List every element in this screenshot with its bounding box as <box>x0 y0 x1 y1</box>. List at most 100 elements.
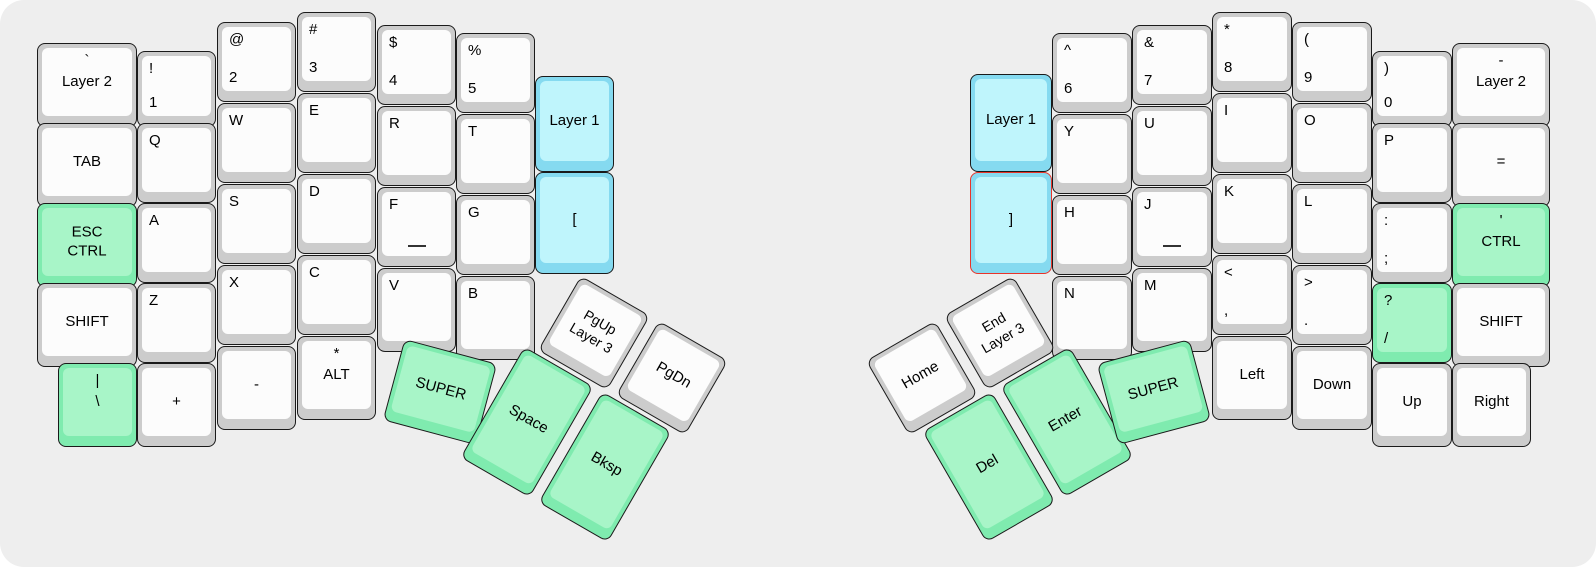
key-legend: [ <box>572 211 577 229</box>
key-left-layer1[interactable]: Layer 1 <box>535 76 614 172</box>
key-left-5[interactable]: %5 <box>456 33 535 113</box>
key-right-0[interactable]: )0 <box>1372 51 1452 127</box>
key-legend: Z <box>149 292 159 309</box>
key-right-semicolon[interactable]: :; <box>1372 203 1452 283</box>
key-legend: Space <box>506 401 552 438</box>
key-legend: ' <box>1499 212 1503 229</box>
key-left-f[interactable]: F <box>377 187 456 267</box>
key-legend: & <box>1144 34 1155 51</box>
key-legend: ) <box>1384 60 1389 77</box>
key-right-y[interactable]: Y <box>1052 114 1132 194</box>
key-legend: \ <box>95 393 100 411</box>
key-right-left[interactable]: Left <box>1212 336 1292 420</box>
key-legend: A <box>149 212 160 229</box>
key-legend: ` <box>84 52 90 69</box>
key-left-4[interactable]: $4 <box>377 25 456 105</box>
key-left-r[interactable]: R <box>377 106 456 186</box>
key-legend: CTRL <box>1481 233 1521 251</box>
key-right-l[interactable]: L <box>1292 184 1372 264</box>
key-right-u[interactable]: U <box>1132 106 1212 186</box>
key-right-shift[interactable]: SHIFT <box>1452 283 1550 367</box>
key-right-up[interactable]: Up <box>1372 363 1452 447</box>
key-legend: Layer 1 <box>549 112 600 130</box>
key-legend: ? <box>1384 292 1393 309</box>
key-left-g[interactable]: G <box>456 195 535 275</box>
key-right-p[interactable]: P <box>1372 123 1452 203</box>
key-left-q[interactable]: Q <box>137 123 216 203</box>
key-legend: Layer 1 <box>985 111 1037 129</box>
key-right-comma[interactable]: <, <box>1212 255 1292 335</box>
key-legend: 0 <box>1384 94 1393 112</box>
key-right-n[interactable]: N <box>1052 276 1132 360</box>
key-legend: V <box>389 277 400 294</box>
key-legend: = <box>1496 153 1506 171</box>
key-left-alt[interactable]: *ALT <box>297 336 376 420</box>
key-legend: D <box>309 183 320 200</box>
key-left-w[interactable]: W <box>217 103 296 183</box>
key-left-v[interactable]: V <box>377 268 456 352</box>
key-legend: @ <box>229 31 245 48</box>
key-legend: ( <box>1304 31 1309 48</box>
key-right-j[interactable]: J <box>1132 187 1212 267</box>
key-legend: 7 <box>1144 72 1153 90</box>
key-left-layer2[interactable]: `Layer 2 <box>37 43 137 127</box>
key-left-e[interactable]: E <box>297 93 376 173</box>
key-left-shift[interactable]: SHIFT <box>37 283 137 367</box>
key-right-k[interactable]: K <box>1212 174 1292 254</box>
key-left-s[interactable]: S <box>217 184 296 264</box>
key-right-period[interactable]: >. <box>1292 265 1372 345</box>
key-legend: F <box>389 196 399 213</box>
key-legend: > <box>1304 274 1313 291</box>
key-legend: Down <box>1312 376 1352 394</box>
key-right-9[interactable]: (9 <box>1292 22 1372 102</box>
key-left-tab[interactable]: TAB <box>37 123 137 207</box>
key-legend: 1 <box>149 94 158 112</box>
key-left-c[interactable]: C <box>297 255 376 335</box>
key-left-pipe-backslash[interactable]: |\ <box>58 363 137 447</box>
key-right-rbracket[interactable]: ] <box>970 172 1052 274</box>
key-legend: TAB <box>72 153 102 171</box>
key-right-h[interactable]: H <box>1052 195 1132 275</box>
key-legend: 9 <box>1304 69 1313 87</box>
key-left-1[interactable]: !1 <box>137 51 216 127</box>
key-right-equal[interactable]: = <box>1452 123 1550 207</box>
key-right-o[interactable]: O <box>1292 103 1372 183</box>
key-legend: M <box>1144 277 1157 294</box>
key-right-8[interactable]: *8 <box>1212 12 1292 92</box>
key-legend: Bksp <box>587 448 626 480</box>
key-left-lbracket[interactable]: [ <box>535 172 614 274</box>
key-legend: Home <box>898 357 942 393</box>
key-legend: $ <box>389 34 398 51</box>
key-left-minus[interactable]: - <box>217 346 296 430</box>
key-left-plus[interactable]: + <box>137 363 216 447</box>
key-right-7[interactable]: &7 <box>1132 25 1212 105</box>
key-right-layer2[interactable]: -Layer 2 <box>1452 43 1550 127</box>
key-legend: Left <box>1239 366 1265 384</box>
key-left-z[interactable]: Z <box>137 283 216 363</box>
key-right-down[interactable]: Down <box>1292 346 1372 430</box>
key-right-layer1[interactable]: Layer 1 <box>970 74 1052 172</box>
key-legend: G <box>468 204 480 221</box>
key-left-t[interactable]: T <box>456 114 535 194</box>
key-right-right[interactable]: Right <box>1452 363 1531 447</box>
key-left-3[interactable]: #3 <box>297 12 376 92</box>
key-right-i[interactable]: I <box>1212 93 1292 173</box>
key-left-b[interactable]: B <box>456 276 535 360</box>
key-left-x[interactable]: X <box>217 265 296 345</box>
key-right-6[interactable]: ^6 <box>1052 33 1132 113</box>
key-legend: ALT <box>323 366 350 384</box>
key-left-d[interactable]: D <box>297 174 376 254</box>
key-legend: SHIFT <box>65 313 109 331</box>
key-right-ctrl[interactable]: ' CTRL <box>1452 203 1550 287</box>
key-left-2[interactable]: @2 <box>217 22 296 102</box>
key-legend: , <box>1224 302 1229 320</box>
key-left-a[interactable]: A <box>137 203 216 283</box>
key-right-slash[interactable]: ?/ <box>1372 283 1452 363</box>
key-legend: I <box>1224 102 1229 119</box>
homing-bar <box>1163 245 1181 247</box>
key-right-m[interactable]: M <box>1132 268 1212 352</box>
